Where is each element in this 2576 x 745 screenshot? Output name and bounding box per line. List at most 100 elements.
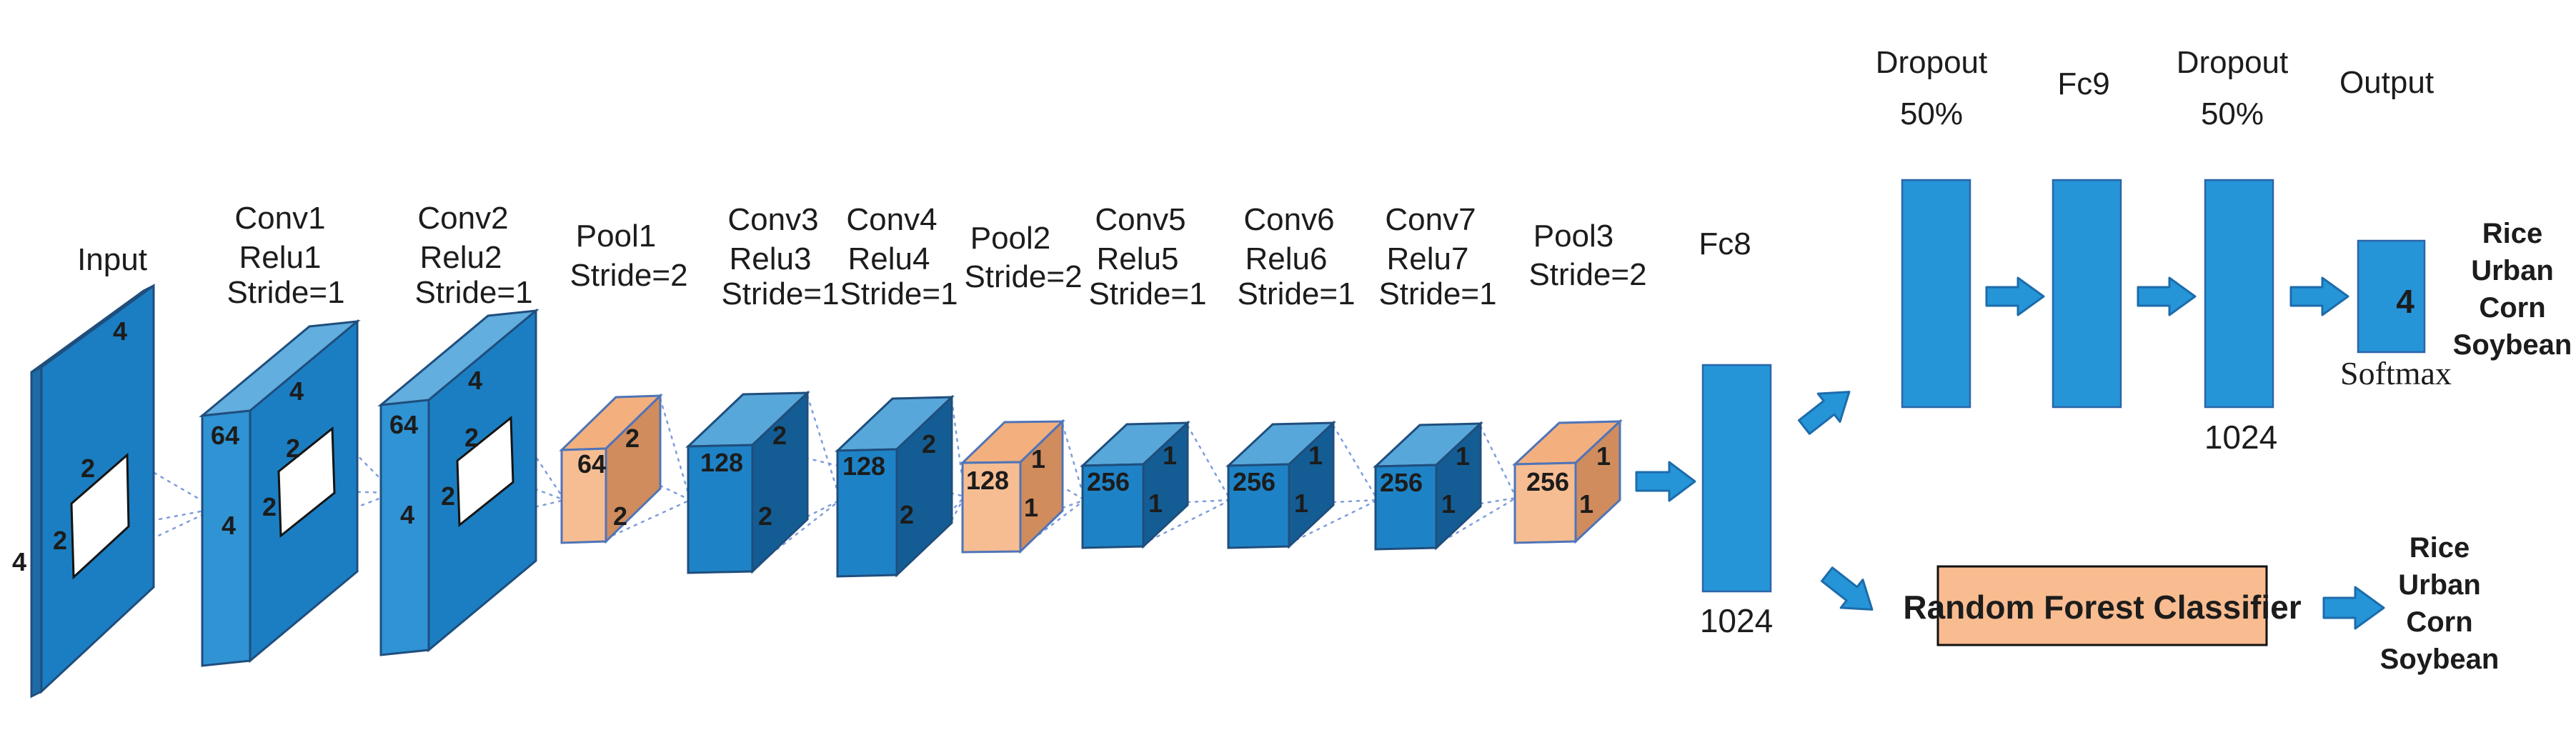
fc9-to-dropout2-arrow-icon: [2137, 276, 2197, 316]
pool1-label-line1: Pool1: [576, 219, 657, 254]
dropout1-bar: [1901, 179, 1971, 409]
conv2-width-value: 4: [468, 366, 482, 395]
conv1-height-value: 4: [222, 511, 236, 540]
conv1-kernel-window: [277, 426, 336, 539]
conv4-front-face: [836, 448, 898, 578]
pool3-top-dim-value: 1: [1596, 441, 1611, 471]
class-bottom-corn: Corn: [2406, 606, 2472, 638]
random-forest-classifier-box: [1936, 565, 2268, 646]
conv6-label-line3: Stride=1: [1237, 276, 1355, 311]
conv1-window-width-value: 2: [286, 434, 300, 463]
conv6-front-face: [1227, 463, 1291, 549]
conv2-label-line2: Relu2: [420, 240, 502, 275]
dropout2-label-line2: 50%: [2201, 96, 2264, 131]
conv2-slab: 64 4 4 2 2: [377, 308, 539, 656]
conv2-height-value: 4: [400, 500, 414, 529]
fc8-label: Fc8: [1699, 226, 1751, 261]
conv7-box: 256 1 1: [1373, 421, 1483, 551]
conv4-top-dim-value: 2: [922, 429, 936, 459]
pool3-channels-value: 256: [1526, 467, 1569, 496]
conv1-label-line3: Stride=1: [227, 275, 344, 310]
dropout1-label-line1: Dropout: [1876, 45, 1988, 80]
conv2-kernel-window: [456, 415, 514, 528]
conv3-label-line1: Conv3: [727, 202, 818, 237]
output-units-value: 4: [2396, 283, 2415, 320]
conv6-label-line1: Conv6: [1243, 202, 1334, 237]
conv5-box: 256 1 1: [1080, 420, 1190, 549]
conv7-top-dim-value: 1: [1456, 441, 1470, 471]
pool2-top-dim-value: 1: [1031, 444, 1045, 474]
conv7-label-line3: Stride=1: [1378, 276, 1496, 311]
fc8-units-value: 1024: [1700, 602, 1773, 639]
conv5-label-line1: Conv5: [1095, 202, 1185, 237]
conv4-side-dim-value: 2: [900, 500, 914, 529]
pool1-front-face: [560, 447, 607, 544]
input-label: Input: [77, 242, 147, 277]
random-forest-classifier-label: Random Forest Classifier: [1903, 589, 2301, 626]
conv1-width-value: 4: [289, 376, 304, 406]
conv6-label-line2: Relu6: [1245, 241, 1328, 276]
input-window-height-value: 2: [53, 526, 67, 555]
conv1-slab: 64 4 4 2 2: [199, 319, 361, 667]
input-left-edge-face: [30, 365, 43, 699]
rf-to-classes-arrow-icon: [2322, 586, 2385, 630]
random-forest-branch: Random Forest Classifier Rice Urban Corn…: [1903, 532, 2499, 675]
pool3-label-line1: Pool3: [1533, 219, 1614, 254]
fc8-layer: 1024: [1635, 364, 1874, 639]
dropout2-to-output-arrow-icon: [2289, 276, 2349, 316]
pool1-side-dim-value: 2: [613, 501, 627, 531]
class-bottom-urban: Urban: [2398, 569, 2481, 601]
conv2-window-width-value: 2: [464, 423, 479, 452]
input-window-width-value: 2: [81, 454, 95, 483]
pool2-channels-value: 128: [966, 466, 1009, 495]
conv7-label-line2: Relu7: [1387, 241, 1469, 276]
class-bottom-soybean: Soybean: [2380, 644, 2500, 675]
conv6-side-dim-value: 1: [1294, 489, 1308, 518]
conv4-label-line2: Relu4: [848, 241, 930, 276]
pool1-channels-value: 64: [577, 449, 606, 479]
conv7-channels-value: 256: [1380, 468, 1423, 497]
pool3-front-face: [1513, 461, 1577, 544]
class-top-urban: Urban: [2471, 255, 2554, 286]
conv5-side-dim-value: 1: [1148, 489, 1163, 518]
input-width-value: 4: [113, 316, 127, 346]
conv5-top-dim-value: 1: [1163, 441, 1177, 470]
conv1-label-line2: Relu1: [239, 240, 322, 275]
fc8-to-rf-branch-arrow-icon: [1821, 566, 1874, 611]
pool1-box: 64 2 2: [559, 393, 663, 544]
conv3-label-line3: Stride=1: [721, 276, 839, 311]
pool2-box: 128 1 1: [960, 419, 1065, 554]
conv5-channels-value: 256: [1087, 467, 1130, 496]
fc8-to-softmax-branch-arrow-icon: [1798, 391, 1851, 435]
conv2-channels-value: 64: [389, 410, 418, 439]
class-bottom-rice: Rice: [2410, 532, 2470, 564]
conv6-box: 256 1 1: [1225, 420, 1336, 549]
pool3-side-dim-value: 1: [1579, 489, 1593, 519]
dropout1-label-line2: 50%: [1900, 96, 1963, 131]
conv3-front-face: [687, 444, 754, 574]
conv2-label-line1: Conv2: [417, 201, 508, 236]
dropout2-bar: [2204, 179, 2274, 409]
conv1-window-height-value: 2: [262, 492, 277, 521]
conv1-channels-value: 64: [211, 421, 239, 450]
pool3-label-line2: Stride=2: [1528, 257, 1646, 292]
input-height-value: 4: [12, 547, 26, 576]
fc9-label: Fc9: [2057, 66, 2109, 101]
conv4-label-line1: Conv4: [846, 202, 937, 237]
pool3-to-fc8-arrow-icon: [1635, 461, 1696, 502]
conv6-top-dim-value: 1: [1308, 441, 1323, 470]
pool1-top-dim-value: 2: [625, 424, 640, 453]
conv3-top-dim-value: 2: [772, 421, 787, 450]
pool3-box: 256 1 1: [1512, 419, 1623, 544]
conv7-front-face: [1374, 464, 1438, 551]
fc9-bar: [2052, 179, 2122, 409]
conv4-label-line3: Stride=1: [840, 276, 958, 311]
pool2-label-line1: Pool2: [970, 221, 1051, 256]
conv4-channels-value: 128: [842, 451, 885, 481]
conv3-box: 128 2 2: [685, 390, 810, 574]
conv3-side-dim-value: 2: [758, 501, 772, 531]
dropout1-to-fc9-arrow-icon: [1985, 276, 2045, 316]
class-top-rice: Rice: [2482, 218, 2543, 249]
conv3-channels-value: 128: [700, 448, 743, 477]
